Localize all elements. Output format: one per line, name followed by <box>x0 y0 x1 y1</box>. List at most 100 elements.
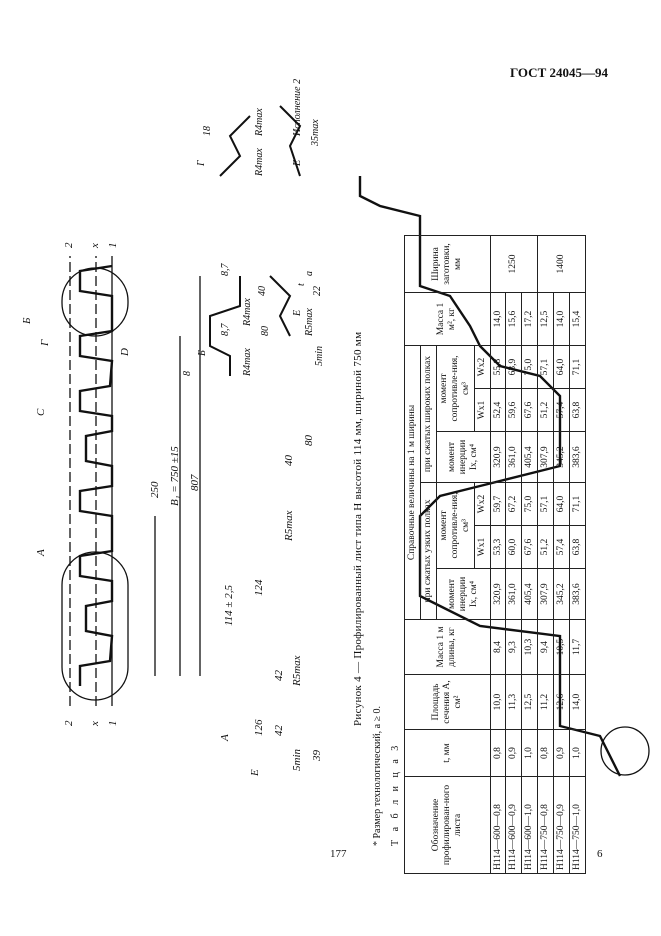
table-cell: 11,2 <box>537 674 554 730</box>
table-cell: Н114—600—0,9 <box>505 776 522 874</box>
table-cell: 8,4 <box>490 619 506 675</box>
th-wide: при сжатых широких полках <box>420 345 437 483</box>
dim-40b: 40 <box>257 286 268 296</box>
table-cell: 0,9 <box>505 729 522 777</box>
smin-a: 5min <box>291 749 303 772</box>
table-cell: 57,4 <box>553 388 570 432</box>
table-cell: 75,0 <box>521 345 538 389</box>
table-cell: 71,1 <box>569 482 586 526</box>
dim-807: 807 <box>189 474 201 491</box>
page-number-left: 177 <box>330 848 347 860</box>
table-cell: 51,2 <box>537 388 554 432</box>
dim-250: 250 <box>149 481 161 498</box>
th-moment-w: момент сопротивле-ния, см³ <box>436 345 475 432</box>
label-e2: Е <box>292 310 303 317</box>
table-cell: 405,4 <box>521 431 538 483</box>
overall-profile <box>61 256 201 706</box>
th-designation: Обозначение профилирован-ного листа <box>404 776 491 874</box>
label-x: x <box>89 721 101 727</box>
r4max-b: R4max <box>242 298 253 327</box>
smin-b: 5min <box>314 346 325 366</box>
label-b2: Б <box>197 350 208 357</box>
table-cell: 12,5 <box>537 292 554 346</box>
th-wx2-w: Wx2 <box>474 345 491 389</box>
th-narrow: при сжатых узких полках <box>420 482 437 620</box>
table-cell: 307,9 <box>537 568 554 620</box>
label-d: D <box>119 348 131 357</box>
dim-126: 126 <box>253 719 265 736</box>
table-cell: 55,8 <box>490 345 506 389</box>
th-ref: Справочные величины на 1 м ширины <box>404 345 421 620</box>
table-cell: 361,0 <box>505 568 522 620</box>
th-wx1-n: Wx1 <box>474 525 491 569</box>
label-1b: 1 <box>107 243 119 249</box>
table-cell: 10,3 <box>521 619 538 675</box>
th-inertia-w: момент инерции Ix, см⁴ <box>436 431 491 483</box>
table-cell: 60,0 <box>505 525 522 569</box>
table-cell: 9,3 <box>505 619 522 675</box>
label-eight: 8 <box>182 371 193 376</box>
dim-22: 22 <box>312 286 323 296</box>
table-cell: 0,8 <box>490 729 506 777</box>
label-g: Г <box>39 339 51 347</box>
th-mass1m: Масса 1 м длины, кг <box>404 619 491 675</box>
th-inertia-n: момент инерции Ix, см⁴ <box>436 568 491 620</box>
r4max-a: R4max <box>242 348 253 377</box>
label-2b: 2 <box>63 242 75 248</box>
table-cell: 14,0 <box>553 292 570 346</box>
detail-b-profile <box>209 105 302 376</box>
table-cell: 1,0 <box>569 729 586 777</box>
label-a: А <box>35 549 47 557</box>
label-a-small: a <box>304 271 315 276</box>
table-cell: Н114—600—0,8 <box>490 776 506 874</box>
table-cell: 14,0 <box>490 292 506 346</box>
footnote: * Размер технологический, a ≥ 0. <box>372 705 383 846</box>
th-wx1-w: Wx1 <box>474 388 491 432</box>
table-cell: 345,2 <box>553 568 570 620</box>
table-cell: 17,2 <box>521 292 538 346</box>
table-cell: 383,6 <box>569 568 586 620</box>
detail-a-profile <box>358 176 650 777</box>
label-e: Е <box>249 769 261 777</box>
th-t: t, мм <box>404 729 491 777</box>
table-cell: 11,7 <box>569 619 586 675</box>
r4max-d: R4max <box>254 108 265 137</box>
label-1: 1 <box>107 721 119 727</box>
page-number-right: 6 <box>597 848 603 860</box>
table-cell: Н114—600—1,0 <box>521 776 538 874</box>
th-moment-n: момент сопротивле-ния, см³ <box>436 482 475 569</box>
table-cell: 63,8 <box>569 388 586 432</box>
table-cell: 64,0 <box>553 345 570 389</box>
th-mass1m2: Масса 1 м², кг <box>404 292 491 346</box>
label-e3: Е <box>292 160 303 167</box>
table-cell: 12,5 <box>521 674 538 730</box>
table-cell: 12,6 <box>553 674 570 730</box>
dim-35max: 35max <box>310 119 321 147</box>
standard-number: ГОСТ 24045—94 <box>509 65 608 80</box>
table-cell: 15,4 <box>569 292 586 346</box>
table-cell: 11,3 <box>505 674 522 730</box>
table-3: Обозначение профилирован-ного листа t, м… <box>404 235 586 874</box>
table-cell: Н114—750—0,9 <box>553 776 570 874</box>
table-cell: 10,0 <box>490 674 506 730</box>
dim-39: 39 <box>311 750 323 763</box>
label-xb: x <box>89 243 101 249</box>
table-cell: 10,5 <box>553 619 570 675</box>
table-cell: 67,2 <box>505 482 522 526</box>
dim-b1: B₁ = 750 ±15 <box>169 446 181 506</box>
table-cell: 67,6 <box>521 388 538 432</box>
table-cell: 57,1 <box>537 345 554 389</box>
dim-114: 114 ± 2,5 <box>223 585 235 626</box>
table-cell: 383,6 <box>569 431 586 483</box>
table-cell: 0,9 <box>553 729 570 777</box>
table-cell: 57,1 <box>537 482 554 526</box>
dim-80a: 80 <box>303 435 315 447</box>
table-cell: 71,1 <box>569 345 586 389</box>
table-cell: 57,4 <box>553 525 570 569</box>
dim-42a: 42 <box>273 725 285 737</box>
table-cell: 15,6 <box>505 292 522 346</box>
